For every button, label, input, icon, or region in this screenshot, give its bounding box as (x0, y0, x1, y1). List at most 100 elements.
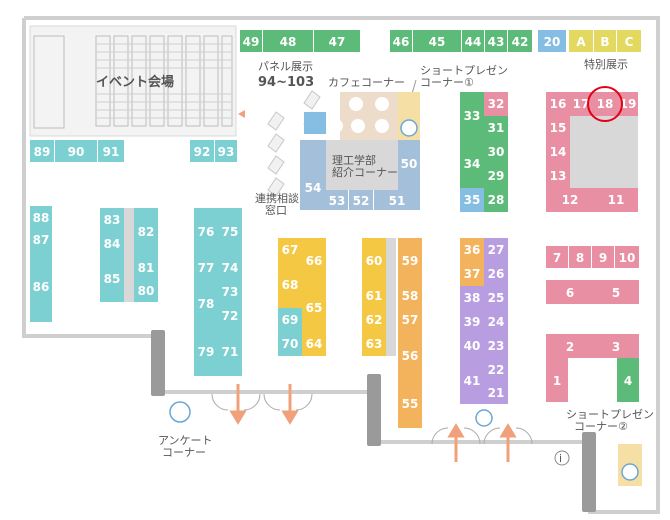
booth-65[interactable]: 65 (306, 301, 323, 315)
booth-93[interactable]: 93 (218, 145, 235, 159)
booth-92[interactable]: 92 (194, 145, 211, 159)
info-icon[interactable] (554, 450, 570, 466)
booth-20[interactable]: 20 (544, 35, 561, 49)
booth-87[interactable]: 87 (33, 233, 50, 247)
booth-66[interactable]: 66 (306, 254, 323, 268)
short-presentation-corner-1[interactable]: ショートプレゼン コーナー① (398, 64, 508, 140)
survey-corner[interactable]: アンケート コーナー (158, 401, 213, 459)
booth-82[interactable]: 82 (138, 225, 155, 239)
booth-62[interactable]: 62 (366, 313, 383, 327)
booth-89[interactable]: 89 (34, 145, 51, 159)
booth-39[interactable]: 39 (464, 315, 481, 329)
booth-55[interactable]: 55 (402, 397, 419, 411)
booth-72[interactable]: 72 (222, 309, 239, 323)
booth-43[interactable]: 43 (488, 35, 505, 49)
booth-1[interactable]: 1 (553, 374, 561, 388)
booth-60[interactable]: 60 (366, 254, 383, 268)
booth-64[interactable]: 64 (306, 337, 323, 351)
booth-49[interactable]: 49 (243, 35, 260, 49)
booth-71[interactable]: 71 (222, 345, 239, 359)
booth-7[interactable]: 7 (553, 251, 561, 265)
booth-85[interactable]: 85 (104, 272, 121, 286)
booth-57[interactable]: 57 (402, 313, 419, 327)
booth-54[interactable]: 54 (305, 181, 322, 195)
booth-19[interactable]: 19 (620, 97, 637, 111)
booth-79[interactable]: 79 (198, 345, 215, 359)
booth-78[interactable]: 78 (198, 297, 215, 311)
booth-30[interactable]: 30 (488, 145, 505, 159)
booth-76[interactable]: 76 (198, 225, 215, 239)
booth-42[interactable]: 42 (512, 35, 529, 49)
booth-69[interactable]: 69 (282, 313, 299, 327)
booth-33[interactable]: 33 (464, 109, 481, 123)
booth-45[interactable]: 45 (429, 35, 446, 49)
booth-91[interactable]: 91 (103, 145, 120, 159)
booth-41[interactable]: 41 (464, 374, 481, 388)
booth-74[interactable]: 74 (222, 261, 239, 275)
booth-17[interactable]: 17 (573, 97, 590, 111)
booth-83[interactable]: 83 (104, 213, 121, 227)
booth-6[interactable]: 6 (566, 286, 574, 300)
consult-desk[interactable]: 連携相談 窓口 (255, 191, 299, 217)
booth-36[interactable]: 36 (464, 243, 481, 257)
cafe-corner[interactable]: カフェコーナー (304, 76, 405, 140)
booth-48[interactable]: 48 (280, 35, 297, 49)
booth-4[interactable]: 4 (624, 374, 632, 388)
booth-11[interactable]: 11 (608, 193, 625, 207)
booth-44[interactable]: 44 (465, 35, 482, 49)
booth-2[interactable]: 2 (566, 340, 574, 354)
booth-81[interactable]: 81 (138, 261, 155, 275)
faculty-corner[interactable]: 理工学部 紹介コーナー 50 51 52 53 54 (300, 140, 420, 210)
booth-88[interactable]: 88 (33, 211, 50, 225)
booth-58[interactable]: 58 (402, 289, 419, 303)
booth-61[interactable]: 61 (366, 289, 383, 303)
booth-10[interactable]: 10 (619, 251, 636, 265)
booth-77[interactable]: 77 (198, 261, 215, 275)
booth-68[interactable]: 68 (282, 278, 299, 292)
booth-75[interactable]: 75 (222, 225, 239, 239)
booth-21[interactable]: 21 (488, 386, 505, 400)
booth-80[interactable]: 80 (138, 284, 155, 298)
booth-38[interactable]: 38 (464, 291, 481, 305)
booth-B[interactable]: B (600, 35, 609, 49)
booth-51[interactable]: 51 (389, 194, 406, 208)
booth-35[interactable]: 35 (464, 193, 481, 207)
booth-26[interactable]: 26 (488, 267, 505, 281)
event-hall[interactable]: イベント会場 (29, 25, 237, 137)
booth-27[interactable]: 27 (488, 243, 505, 257)
booth-28[interactable]: 28 (488, 193, 505, 207)
booth-9[interactable]: 9 (599, 251, 607, 265)
booth-A[interactable]: A (576, 35, 586, 49)
booth-16[interactable]: 16 (550, 97, 567, 111)
booth-70[interactable]: 70 (282, 337, 299, 351)
booth-5[interactable]: 5 (612, 286, 620, 300)
booth-40[interactable]: 40 (464, 339, 481, 353)
booth-47[interactable]: 47 (329, 35, 346, 49)
booth-23[interactable]: 23 (488, 339, 505, 353)
booth-52[interactable]: 52 (353, 194, 370, 208)
booth-56[interactable]: 56 (402, 349, 419, 363)
booth-18[interactable]: 18 (597, 97, 614, 111)
booth-32[interactable]: 32 (488, 97, 505, 111)
booth-C[interactable]: C (625, 35, 634, 49)
booth-13[interactable]: 13 (550, 169, 567, 183)
booth-29[interactable]: 29 (488, 169, 505, 183)
booth-31[interactable]: 31 (488, 121, 505, 135)
booth-84[interactable]: 84 (104, 237, 121, 251)
booth-37[interactable]: 37 (464, 267, 481, 281)
booth-12[interactable]: 12 (562, 193, 579, 207)
booth-46[interactable]: 46 (393, 35, 410, 49)
booth-86[interactable]: 86 (33, 280, 50, 294)
booth-50[interactable]: 50 (401, 157, 418, 171)
short-presentation-corner-2[interactable]: ショートプレゼン コーナー② (566, 408, 654, 486)
booth-73[interactable]: 73 (222, 285, 239, 299)
booth-8[interactable]: 8 (576, 251, 584, 265)
booth-53[interactable]: 53 (329, 194, 346, 208)
booth-15[interactable]: 15 (550, 121, 567, 135)
booth-34[interactable]: 34 (464, 157, 481, 171)
booth-24[interactable]: 24 (488, 315, 505, 329)
booth-22[interactable]: 22 (488, 363, 505, 377)
booth-14[interactable]: 14 (550, 145, 567, 159)
booth-63[interactable]: 63 (366, 337, 383, 351)
booth-25[interactable]: 25 (488, 291, 505, 305)
